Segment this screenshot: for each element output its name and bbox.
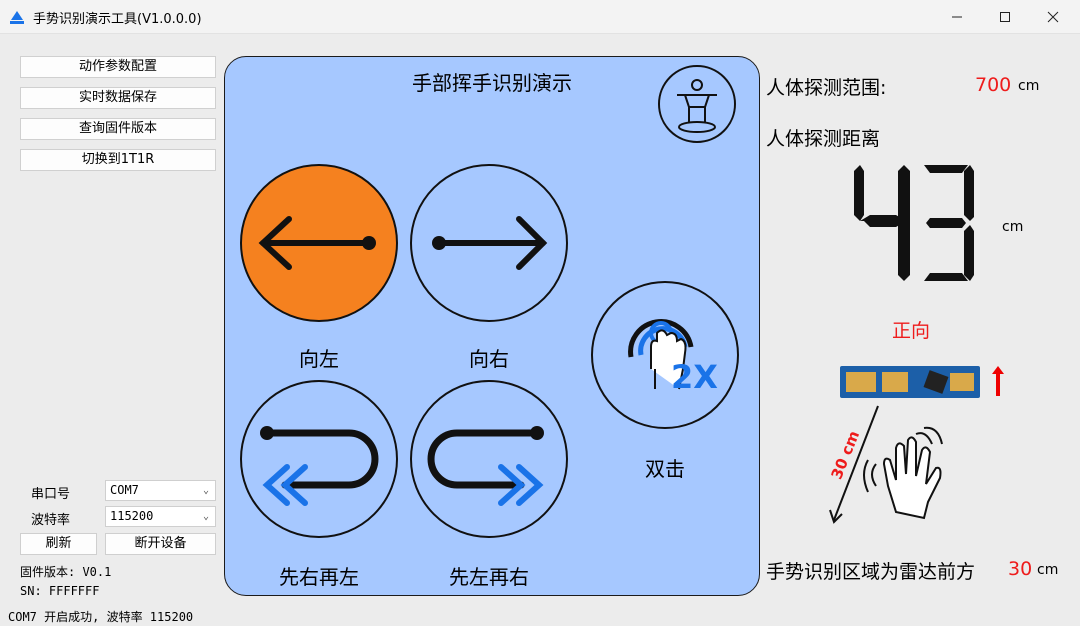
maximize-icon bbox=[1000, 12, 1010, 22]
zone-label: 手势识别区域为雷达前方 bbox=[766, 561, 976, 583]
window-title: 手势识别演示工具(V1.0.0.0) bbox=[33, 12, 202, 27]
gesture-right-then-left-label: 先右再左 bbox=[279, 565, 359, 589]
gesture-right-icon bbox=[410, 164, 568, 322]
double-tap-badge: 2X bbox=[671, 358, 718, 396]
distance-label: 人体探测距离 bbox=[766, 128, 881, 150]
direction-text: 正向 bbox=[892, 320, 931, 342]
gesture-art bbox=[240, 65, 739, 538]
chevron-down-icon: ⌄ bbox=[202, 511, 209, 522]
maximize-button[interactable] bbox=[982, 0, 1028, 34]
port-value: COM7 bbox=[110, 483, 139, 497]
gesture-left-then-right-icon bbox=[410, 380, 568, 538]
gesture-double-label: 双击 bbox=[645, 457, 685, 481]
query-firmware-button[interactable]: 查询固件版本 bbox=[20, 118, 216, 140]
switch-1t1r-button[interactable]: 切换到1T1R bbox=[20, 149, 216, 171]
port-select[interactable]: COM7 ⌄ bbox=[105, 480, 216, 501]
status-bar-text: COM7 开启成功, 波特率 115200 bbox=[8, 610, 194, 624]
range-unit: cm bbox=[1018, 78, 1040, 94]
baud-value: 115200 bbox=[110, 509, 154, 523]
zone-value: 30 bbox=[1008, 558, 1033, 580]
gesture-panel: 手部挥手识别演示 bbox=[224, 56, 760, 596]
gesture-left-then-right-label: 先左再右 bbox=[449, 565, 529, 589]
gesture-left-label: 向左 bbox=[299, 347, 339, 371]
gesture-right-then-left-icon bbox=[240, 380, 398, 538]
disconnect-button[interactable]: 断开设备 bbox=[105, 533, 216, 555]
close-button[interactable] bbox=[1030, 0, 1076, 34]
action-params-button[interactable]: 动作参数配置 bbox=[20, 56, 216, 78]
range-label: 人体探测范围: bbox=[766, 77, 887, 99]
baud-label: 波特率 bbox=[31, 513, 71, 528]
serial-number: SN: FFFFFFF bbox=[20, 584, 100, 598]
close-icon bbox=[1047, 11, 1059, 23]
minimize-icon bbox=[952, 16, 962, 18]
detection-zone-diagram bbox=[829, 405, 943, 524]
zone-unit: cm bbox=[1037, 562, 1059, 578]
refresh-button[interactable]: 刷新 bbox=[20, 533, 97, 555]
save-realtime-data-button[interactable]: 实时数据保存 bbox=[20, 87, 216, 109]
distance-display bbox=[854, 165, 974, 281]
radar-board-icon bbox=[840, 366, 1004, 398]
minimize-button[interactable] bbox=[934, 0, 980, 34]
person-detect-icon bbox=[658, 65, 736, 143]
port-label: 串口号 bbox=[31, 487, 71, 502]
chevron-down-icon: ⌄ bbox=[202, 485, 209, 496]
app-logo-icon bbox=[10, 11, 24, 24]
gesture-left-icon bbox=[240, 164, 398, 322]
distance-unit: cm bbox=[1002, 219, 1024, 235]
title-bar: 手势识别演示工具(V1.0.0.0) bbox=[0, 0, 1080, 34]
gesture-right-label: 向右 bbox=[469, 347, 509, 371]
firmware-version: 固件版本: V0.1 bbox=[20, 565, 112, 579]
baud-select[interactable]: 115200 ⌄ bbox=[105, 506, 216, 527]
panel-title: 手部挥手识别演示 bbox=[412, 71, 572, 95]
range-value: 700 bbox=[975, 74, 1012, 96]
gesture-double-tap-icon bbox=[591, 281, 739, 429]
waving-hand-icon bbox=[863, 426, 943, 520]
